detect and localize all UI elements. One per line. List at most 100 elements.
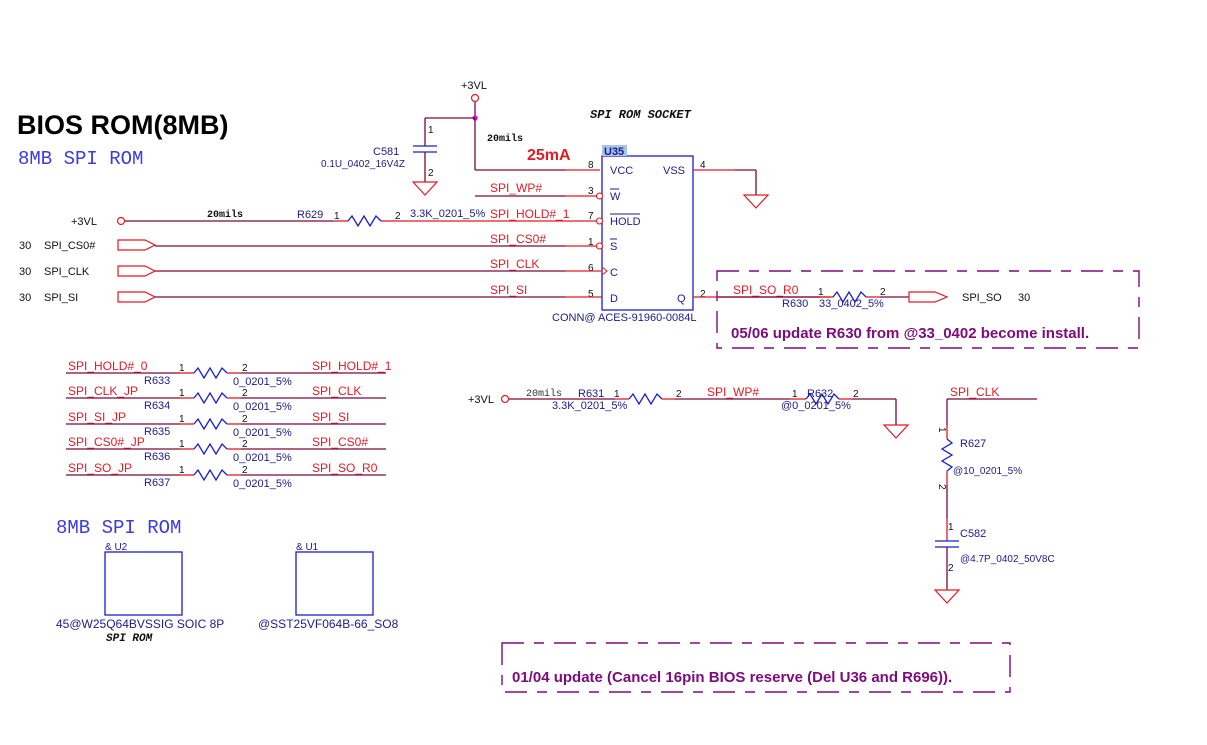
resistor-icon bbox=[193, 391, 228, 405]
pin-number: 1 bbox=[179, 439, 185, 450]
svg-text:& U2: & U2 bbox=[105, 542, 128, 553]
u35-ref-highlight bbox=[602, 145, 627, 156]
svg-text:5: 5 bbox=[588, 289, 594, 300]
offpage-connector-icon bbox=[117, 265, 157, 277]
net-label-right: SPI_SO_R0 bbox=[312, 461, 378, 475]
r631-r632-wp: +3VL 20mils R631 1 2 3.3K_0201_5% SPI_WP… bbox=[468, 385, 910, 439]
svg-text:VSS: VSS bbox=[663, 165, 685, 177]
net-label-left: SPI_SI_JP bbox=[68, 410, 126, 424]
svg-text:30: 30 bbox=[19, 292, 31, 304]
svg-text:2: 2 bbox=[428, 168, 434, 179]
r627-value: @10_0201_5% bbox=[953, 466, 1022, 477]
pin-number: 1 bbox=[179, 363, 185, 374]
c582-value: @4.7P_0402_50V8C bbox=[960, 554, 1055, 565]
power-label: +3VL bbox=[461, 80, 487, 92]
power-port-icon bbox=[470, 93, 480, 103]
svg-text:VCC: VCC bbox=[610, 165, 633, 177]
svg-text:SPI_CLK: SPI_CLK bbox=[950, 385, 999, 399]
pin-number: 1 bbox=[179, 414, 185, 425]
pin-number: 2 bbox=[242, 439, 248, 450]
note-r630: 05/06 update R630 from @33_0402 become i… bbox=[731, 325, 1089, 342]
power-3vl-top: +3VL 20mils 25mA bbox=[425, 80, 600, 171]
r631-ref: R631 bbox=[578, 388, 604, 400]
resistor-icon bbox=[347, 214, 382, 228]
pin-number: 2 bbox=[242, 363, 248, 374]
rom-u2: & U2 45@W25Q64BVSSIG SOIC 8P SPI ROM bbox=[56, 542, 224, 645]
rom-u1: & U1 @SST25VF064B-66_SO8 bbox=[258, 542, 399, 631]
svg-text:1: 1 bbox=[818, 287, 824, 298]
r629-value: 3.3K_0201_5% bbox=[410, 208, 485, 220]
svg-text:C: C bbox=[610, 267, 618, 279]
resistor-icon bbox=[193, 417, 228, 431]
resistor-icon bbox=[193, 366, 228, 380]
c582-ref: C582 bbox=[960, 528, 986, 540]
svg-text:+3VL: +3VL bbox=[468, 394, 494, 406]
net-label-left: SPI_SO_JP bbox=[68, 461, 132, 475]
svg-text:SPI_CS0#: SPI_CS0# bbox=[490, 232, 546, 246]
ground-icon bbox=[411, 181, 439, 196]
offpage-inputs: 30 SPI_CS0# SPI_CS0# 30 SPI_CLK SPI_CLK … bbox=[19, 232, 608, 304]
svg-text:& U1: & U1 bbox=[296, 542, 319, 553]
net-label: SPI_WP# bbox=[490, 181, 542, 195]
rom-section-title: 8MB SPI ROM bbox=[56, 517, 181, 539]
spi-wp-line: SPI_WP# bbox=[475, 181, 604, 200]
clk-rc-filter: SPI_CLK 1 2 R627 @10_0201_5% 1 2 C582 @4… bbox=[933, 385, 1055, 604]
svg-text:2: 2 bbox=[948, 563, 954, 574]
offpage-connector-icon bbox=[117, 239, 157, 251]
pin-number: 1 bbox=[179, 388, 185, 399]
svg-text:7: 7 bbox=[588, 211, 594, 222]
svg-text:1: 1 bbox=[614, 389, 620, 400]
resistor-icon bbox=[193, 468, 228, 482]
svg-text:SPI_HOLD#_1: SPI_HOLD#_1 bbox=[490, 207, 570, 221]
power-port-icon bbox=[116, 216, 126, 226]
svg-text:6: 6 bbox=[588, 263, 594, 274]
svg-text:S: S bbox=[610, 241, 617, 253]
r627-ref: R627 bbox=[960, 438, 986, 450]
net-label-right: SPI_SI bbox=[312, 410, 349, 424]
page-title: BIOS ROM(8MB) bbox=[17, 110, 229, 140]
svg-text:20mils: 20mils bbox=[526, 388, 562, 400]
r630-so-output: SPI_SO_R0 1 2 R630 33_0402_5% SPI_SO 30 bbox=[693, 283, 1030, 310]
svg-text:2: 2 bbox=[853, 389, 859, 400]
ground-icon bbox=[742, 194, 770, 209]
r631-value: 3.3K_0201_5% bbox=[552, 400, 627, 412]
svg-text:SPI_SO_R0: SPI_SO_R0 bbox=[733, 283, 799, 297]
r630-value: 33_0402_5% bbox=[819, 298, 884, 310]
r632-value: @0_0201_5% bbox=[781, 400, 851, 412]
svg-text:1: 1 bbox=[334, 211, 340, 222]
offpage-label: SPI_CLK bbox=[44, 266, 90, 278]
svg-text:D: D bbox=[610, 293, 618, 305]
resistor-icon bbox=[940, 438, 954, 472]
svg-text:30: 30 bbox=[19, 266, 31, 278]
c581-ref: C581 bbox=[373, 146, 399, 158]
svg-text:4: 4 bbox=[700, 160, 706, 171]
pin-number: 1 bbox=[179, 465, 185, 476]
u35-ref: U35 bbox=[604, 146, 624, 158]
net-label-left: SPI_CS0#_JP bbox=[68, 435, 145, 449]
note-box bbox=[501, 642, 1011, 693]
resistor-ref: R637 bbox=[144, 477, 170, 489]
resistor-icon bbox=[805, 392, 840, 406]
svg-text:SPI_WP#: SPI_WP# bbox=[707, 385, 759, 399]
offpage-connector-icon bbox=[117, 291, 157, 303]
power-port-icon bbox=[500, 394, 510, 404]
net-label-right: SPI_CLK bbox=[312, 384, 361, 398]
r629-ref: R629 bbox=[297, 209, 323, 221]
svg-text:20mils: 20mils bbox=[207, 209, 243, 221]
pin-number: 2 bbox=[242, 388, 248, 399]
svg-text:2: 2 bbox=[880, 287, 886, 298]
resistor-ref: R636 bbox=[144, 451, 170, 463]
u35-part: CONN@ ACES-91960-0084L bbox=[552, 312, 696, 324]
svg-text:SPI_SI: SPI_SI bbox=[490, 283, 527, 297]
resistor-ref: R634 bbox=[144, 400, 170, 412]
net-label-left: SPI_CLK_JP bbox=[68, 384, 138, 398]
svg-text:HOLD: HOLD bbox=[610, 216, 641, 228]
net-label-right: SPI_HOLD#_1 bbox=[312, 359, 392, 373]
svg-text:30: 30 bbox=[19, 240, 31, 252]
u2-label: SPI ROM bbox=[106, 633, 153, 645]
